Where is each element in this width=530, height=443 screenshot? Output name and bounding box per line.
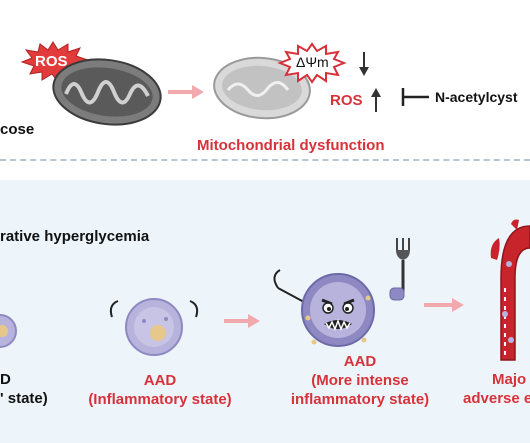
arrow-2-icon	[224, 314, 260, 328]
stage3-line3: inflammatory state)	[290, 391, 430, 408]
glucose-label: cose	[0, 121, 35, 138]
ros-burst-label: ROS	[35, 53, 68, 70]
fork-icon	[396, 238, 410, 292]
mitochondrion-icon	[52, 58, 162, 126]
stage2-line1: AAD	[143, 372, 177, 389]
section-title: rative hyperglycemia	[0, 228, 150, 245]
mito-dysfunction-label: Mitochondrial dysfunction	[197, 137, 385, 154]
inhibitor-label: N-acetylcyst	[435, 89, 518, 105]
stage4-line1: Majo	[492, 371, 527, 388]
fist-icon	[389, 287, 405, 301]
delta-psi-burst-icon	[277, 42, 347, 84]
aorta-icon	[490, 219, 530, 361]
ros-label: ROS	[330, 92, 363, 109]
delta-psi-label: ΔΨm	[296, 54, 329, 70]
arrow-1-icon	[168, 85, 204, 99]
immune-cell-2-icon	[109, 298, 199, 356]
stage3-line2: (More intense	[311, 372, 409, 389]
bottom-panel	[0, 180, 530, 443]
stage3-line1: AAD	[343, 353, 377, 370]
angry-macrophage-icon	[273, 269, 375, 347]
stage1-line1: D	[0, 371, 11, 388]
down-arrow-icon	[359, 52, 369, 76]
stage4-line2: adverse e	[463, 390, 530, 407]
arrow-3-icon	[424, 298, 464, 312]
section-divider	[0, 159, 530, 161]
up-arrow-icon	[371, 88, 381, 112]
inhibition-tee-icon	[401, 88, 429, 106]
immune-cell-1-icon	[0, 314, 17, 348]
stage1-line2: ' state)	[0, 390, 48, 407]
stage2-line2: (Inflammatory state)	[88, 391, 232, 408]
